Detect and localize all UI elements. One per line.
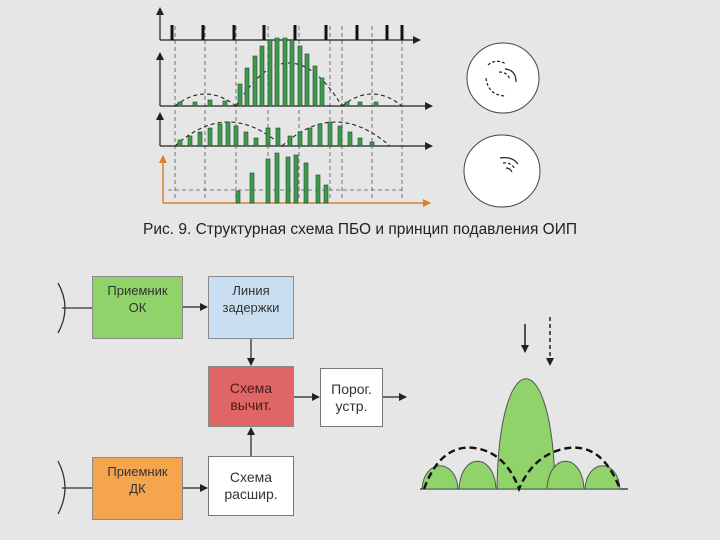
delay-line-label: Линия задержки [222,283,280,315]
signal-bar [312,65,318,107]
indicator-scope-icon [463,134,541,208]
signal-bar [222,100,228,107]
signal-bar [282,37,288,107]
receiver-ok-label: Приемник ОК [107,283,168,315]
signal-bar [347,131,353,147]
receiver-dk-label: Приемник ДК [107,464,168,496]
signal-bar [289,39,295,107]
signal-bar [373,101,379,107]
signal-bar [344,101,350,107]
signal-bar [323,184,329,204]
threshold-block: Порог. устр. [320,368,383,427]
lobe-pattern [420,317,628,493]
signal-bar [357,137,363,147]
signal-bar [233,125,239,147]
signal-bar [259,45,265,107]
signal-bar [369,141,375,147]
signal-bar [319,77,325,107]
signal-bar [192,101,198,107]
pulse-train-row [156,7,421,44]
signal-bar [297,131,303,147]
signal-bar [252,55,258,107]
signal-bar [237,83,243,107]
signal-bar [267,39,273,107]
signal-bar [327,121,333,147]
signal-bar [243,131,249,147]
delay-line-block: Линия задержки [208,276,294,339]
timing-diagram [156,7,433,207]
signal-bar [303,162,309,204]
receiver-ok-block: Приемник ОК [92,276,183,339]
signal-bar [207,99,213,107]
signal-bar [253,137,259,147]
signal-bar [304,53,310,107]
signal-bar [235,190,241,204]
signal-bar [187,135,193,147]
figure-caption: Рис. 9. Структурная схема ПБО и принцип … [143,221,577,238]
signal-bar [177,101,183,107]
signal-bar [285,156,291,204]
arrow-icon [183,303,407,492]
expand-block: Схема расшир. [208,456,294,516]
indicator-scope-icon [466,42,540,114]
signal-bar [337,125,343,147]
signal-bar [197,131,203,147]
signal-bar [307,127,313,147]
signal-bar [265,127,271,147]
signal-bar [265,158,271,204]
signal-bar [315,174,321,204]
signal-bar [287,135,293,147]
signal-bar [177,139,183,147]
signal-bar [274,37,280,107]
signal-bar [207,127,213,147]
signal-bar [217,123,223,147]
signal-bar [274,152,280,204]
subtract-label: Схема вычит. [229,379,273,413]
signal-bar [244,67,250,107]
signal-bar [249,172,255,204]
signal-bar [297,45,303,107]
receiver-dk-block: Приемник ДК [92,457,183,520]
signal-bar [317,123,323,147]
expand-label: Схема расшир. [224,469,278,502]
signal-bar [357,101,363,107]
signal-bar [275,127,281,147]
signal-bar [293,154,299,204]
subtract-block: Схема вычит. [208,366,294,427]
signal-bar [225,121,231,147]
signal-row-2 [156,37,433,110]
signal-row-3 [156,112,433,150]
threshold-label: Порог. устр. [331,380,372,414]
signal-row-4 [159,152,431,207]
